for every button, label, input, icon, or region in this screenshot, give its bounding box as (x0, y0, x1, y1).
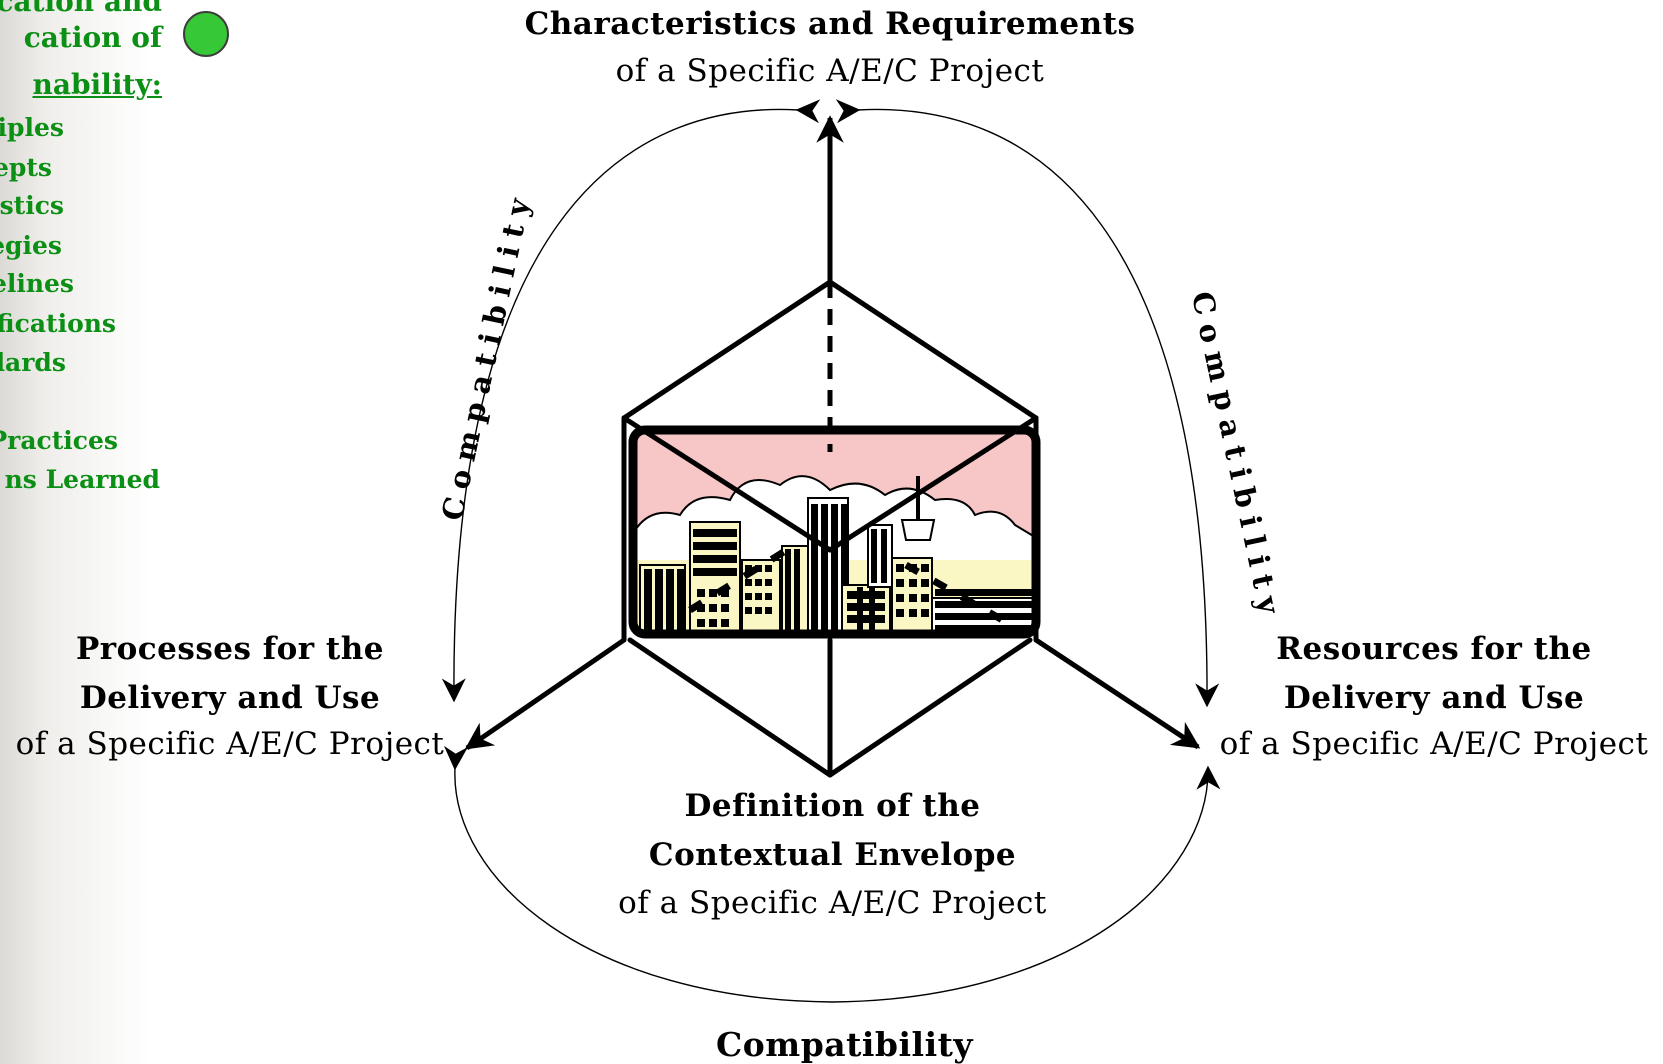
sidebar-item[interactable]: epts (0, 153, 52, 182)
arrow-left (464, 637, 626, 751)
label-center-subtitle: of a Specific A/E/C Project (618, 885, 1047, 921)
sidebar-heading-line-3: nability: (32, 68, 162, 101)
arc-left (441, 99, 821, 703)
label-top-title: Characteristics and Requirements (524, 6, 1136, 42)
label-right: Resources for the Delivery and Use of a … (1205, 625, 1663, 765)
label-left: Processes for the Delivery and Use of a … (0, 625, 460, 765)
compatibility-bottom-label: Compatibility (716, 1025, 974, 1064)
label-right-line-1: Resources for the (1276, 631, 1592, 667)
sidebar-item[interactable]: fications (0, 309, 116, 338)
arc-bottom (443, 745, 1221, 1003)
label-center: Definition of the Contextual Envelope of… (570, 782, 1095, 927)
sidebar-item[interactable]: stics (0, 191, 64, 220)
status-circle-icon (183, 11, 229, 57)
sidebar: ication and cation of nability: iples ep… (0, 0, 180, 560)
label-right-subtitle: of a Specific A/E/C Project (1219, 726, 1649, 762)
sidebar-item[interactable]: ns Learned (4, 465, 160, 494)
sidebar-heading-line-2: cation of (23, 21, 162, 54)
label-top-subtitle: of a Specific A/E/C Project (615, 53, 1045, 89)
sidebar-item[interactable]: egies (0, 231, 62, 260)
label-center-line-1: Definition of the (684, 788, 981, 824)
label-left-subtitle: of a Specific A/E/C Project (15, 726, 445, 762)
sidebar-heading-line-1: ication and (0, 0, 162, 18)
label-center-line-2: Contextual Envelope (648, 837, 1017, 873)
compatibility-arcs (441, 99, 1221, 1003)
label-left-line-1: Processes for the (75, 631, 384, 667)
label-right-line-2: Delivery and Use (1283, 680, 1585, 716)
sidebar-item[interactable]: elines (0, 269, 74, 298)
label-top: Characteristics and Requirements of a Sp… (520, 0, 1140, 93)
arrow-right (1034, 637, 1201, 750)
label-left-line-2: Delivery and Use (79, 680, 381, 716)
sidebar-item[interactable]: Practices (0, 426, 118, 455)
arc-right (835, 99, 1220, 708)
sidebar-item[interactable]: iples (0, 113, 64, 142)
sidebar-item[interactable]: lards (0, 348, 66, 377)
